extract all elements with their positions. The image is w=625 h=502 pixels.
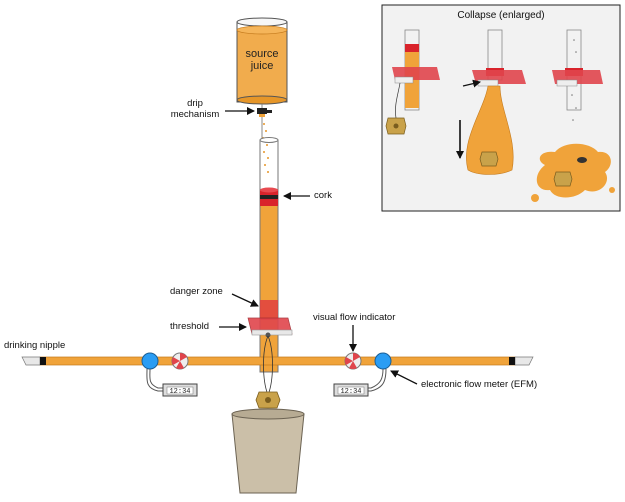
drinking-nipple-label: drinking nipple — [4, 340, 66, 351]
source-juice-label: source juice — [237, 48, 287, 72]
inset-title: Collapse (enlarged) — [457, 10, 545, 21]
flow-meter-left — [141, 352, 198, 397]
juice-drops — [262, 123, 269, 173]
efm-arrow — [390, 370, 418, 385]
main-pipe — [21, 356, 534, 366]
drip-mechanism-label: drip mechanism — [165, 98, 225, 120]
string-and-weight — [255, 335, 281, 409]
drip-mechanism-line1: drip — [187, 98, 203, 109]
inset-stage-1 — [385, 29, 440, 135]
inset-stage-2 — [456, 29, 526, 175]
right-meter-readout: 12:34 — [340, 388, 361, 396]
danger-zone — [260, 300, 278, 320]
danger-zone-label: danger zone — [170, 286, 223, 297]
threshold-label: threshold — [170, 321, 210, 332]
danger-zone-arrow — [231, 293, 259, 307]
cork-label: cork — [314, 190, 332, 201]
flow-meter-right — [333, 352, 392, 397]
inset-stage-3 — [531, 29, 615, 202]
left-meter-readout: 12:34 — [169, 388, 190, 396]
source-juice-line1: source — [245, 48, 279, 60]
visual-flow-indicator-right — [344, 352, 362, 370]
threshold-platform — [247, 317, 293, 338]
drip-mechanism-line2: mechanism — [170, 109, 220, 120]
bucket — [231, 408, 305, 494]
source-juice-line2: juice — [250, 60, 274, 72]
source-beaker — [236, 17, 288, 105]
visual-flow-indicator-label: visual flow indicator — [313, 312, 396, 323]
electronic-flow-meter-label: electronic flow meter (EFM) — [421, 379, 538, 390]
visual-flow-indicator-left — [171, 352, 189, 370]
collapse-inset — [381, 4, 621, 212]
pointer-arrows — [219, 107, 418, 385]
drip-tube — [257, 104, 272, 140]
